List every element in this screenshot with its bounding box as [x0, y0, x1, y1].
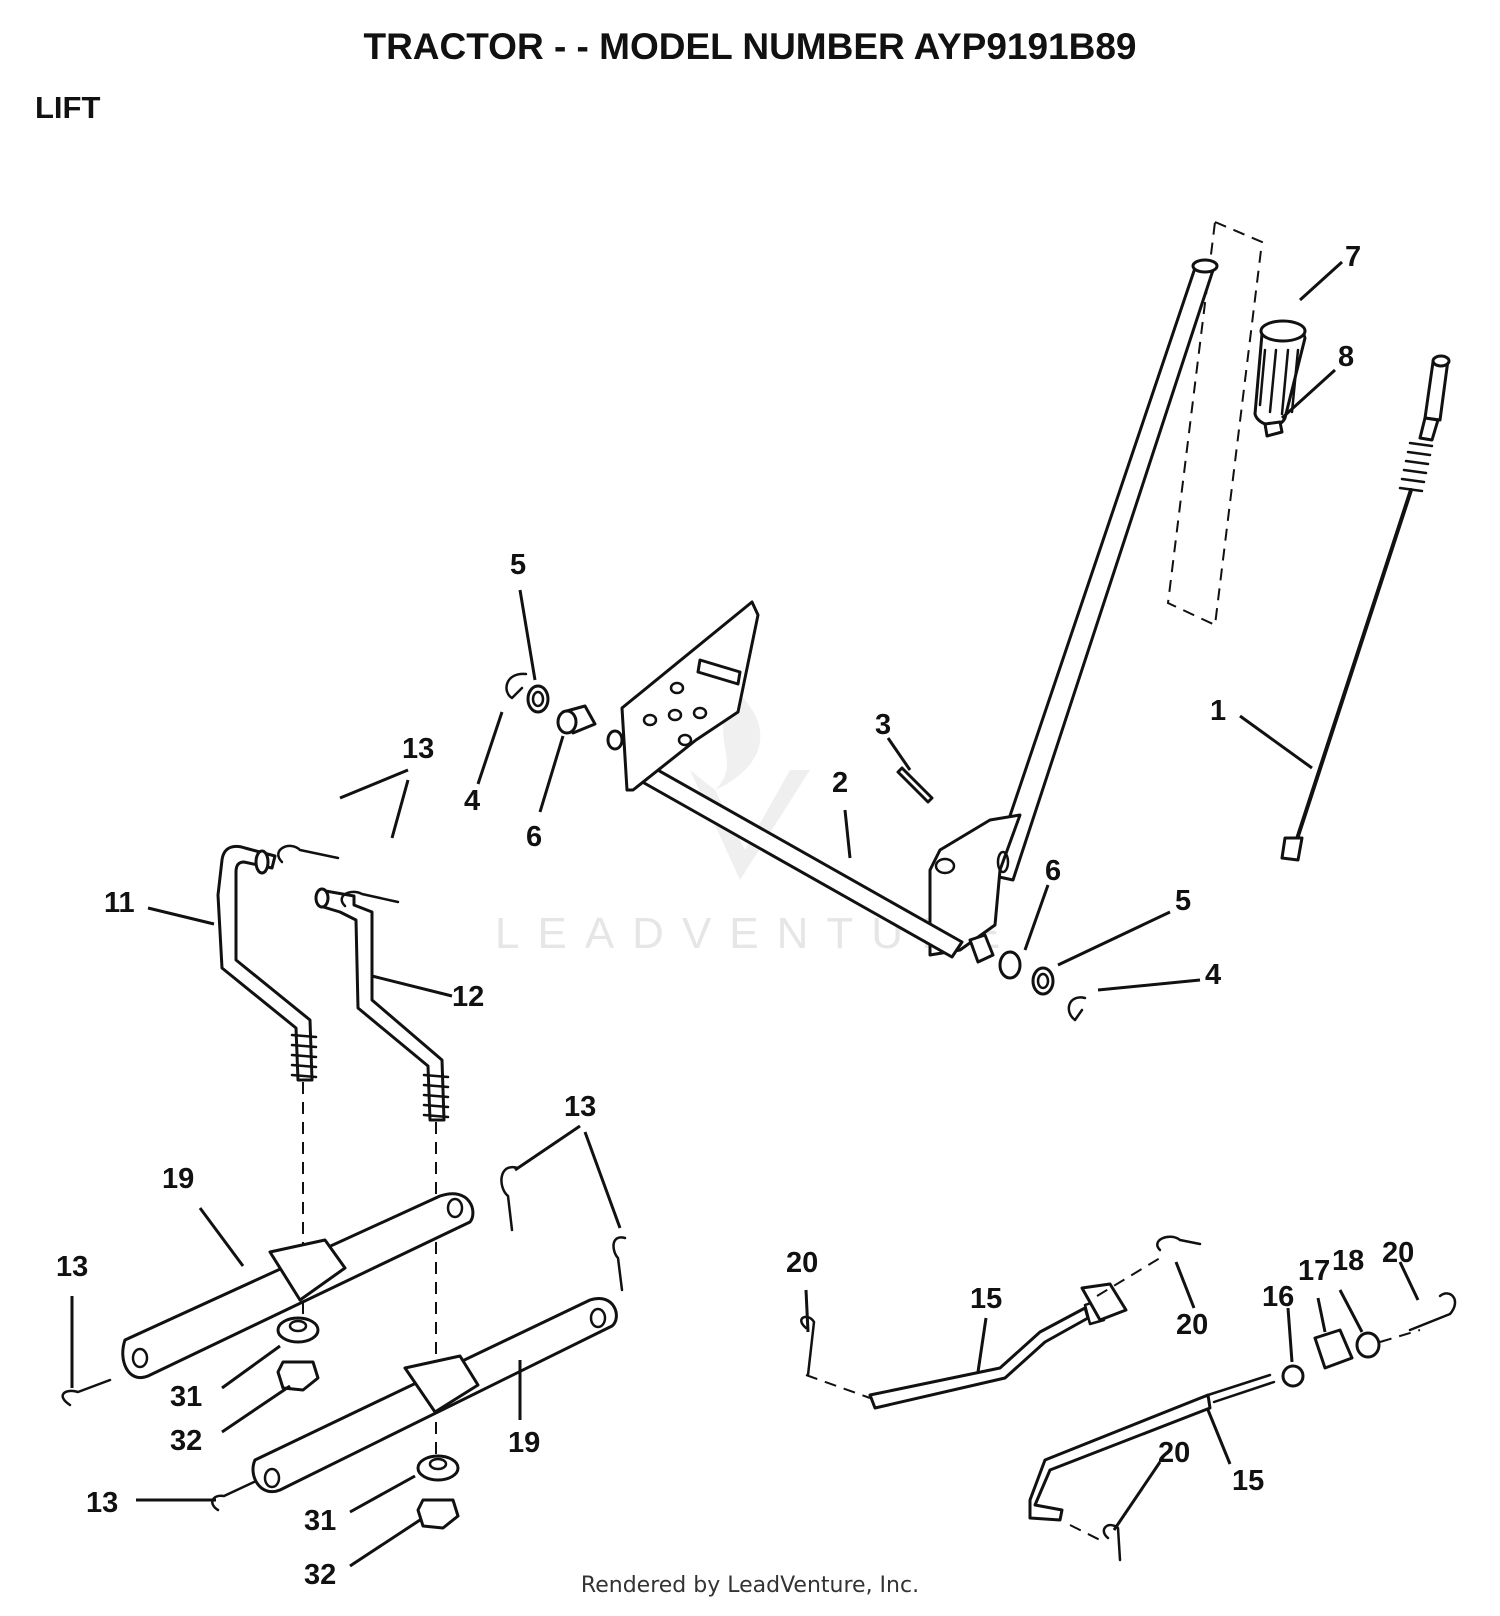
callout-13-mid: 13: [564, 1091, 596, 1123]
callout-31-upper: 31: [170, 1381, 202, 1413]
callout-8: 8: [1338, 341, 1354, 373]
callout-13-top: 13: [402, 733, 434, 765]
callout-12: 12: [452, 981, 484, 1013]
callout-17: 17: [1298, 1255, 1330, 1287]
callout-6-right: 6: [1045, 855, 1061, 887]
page-title: TRACTOR - - MODEL NUMBER AYP9191B89: [363, 26, 1137, 67]
callout-7: 7: [1345, 241, 1361, 273]
callout-4-right: 4: [1205, 959, 1221, 991]
callout-13-left: 13: [56, 1251, 88, 1283]
callout-2: 2: [832, 767, 848, 799]
callout-5-left: 5: [510, 549, 526, 581]
callout-15-lower: 15: [1232, 1465, 1264, 1497]
callout-32-upper: 32: [170, 1425, 202, 1457]
callout-20-right: 20: [1382, 1237, 1414, 1269]
lift-arms: [61, 1165, 627, 1530]
footer-credit: Rendered by LeadVenture, Inc.: [580, 1573, 920, 1598]
callout-32-lower: 32: [304, 1559, 336, 1591]
callout-16: 16: [1262, 1281, 1294, 1313]
callout-20-bottom: 20: [1158, 1437, 1190, 1469]
callout-3: 3: [875, 709, 891, 741]
lift-cable: [1280, 354, 1451, 862]
callout-20-left: 20: [786, 1247, 818, 1279]
callout-19-lower: 19: [508, 1427, 540, 1459]
callout-11: 11: [104, 887, 135, 919]
section-title: LIFT: [35, 90, 101, 125]
lift-handle-assembly: [505, 220, 1307, 1022]
callout-13-bottom: 13: [86, 1487, 118, 1519]
callout-31-lower: 31: [304, 1505, 336, 1537]
callout-labels: 7 8 1 3 2 5 4 6 6 5 4 13 11 12 13 19 13 …: [56, 241, 1414, 1591]
callout-1: 1: [1210, 695, 1226, 727]
callout-20-center: 20: [1176, 1309, 1208, 1341]
callout-19-upper: 19: [162, 1163, 194, 1195]
callout-18: 18: [1332, 1245, 1364, 1277]
height-adjust-rods: [800, 1235, 1457, 1562]
callout-5-right: 5: [1175, 885, 1191, 917]
callout-4-left: 4: [464, 785, 480, 817]
leader-lines: [70, 260, 1420, 1568]
callout-6-left: 6: [526, 821, 542, 853]
callout-15-upper: 15: [970, 1283, 1002, 1315]
